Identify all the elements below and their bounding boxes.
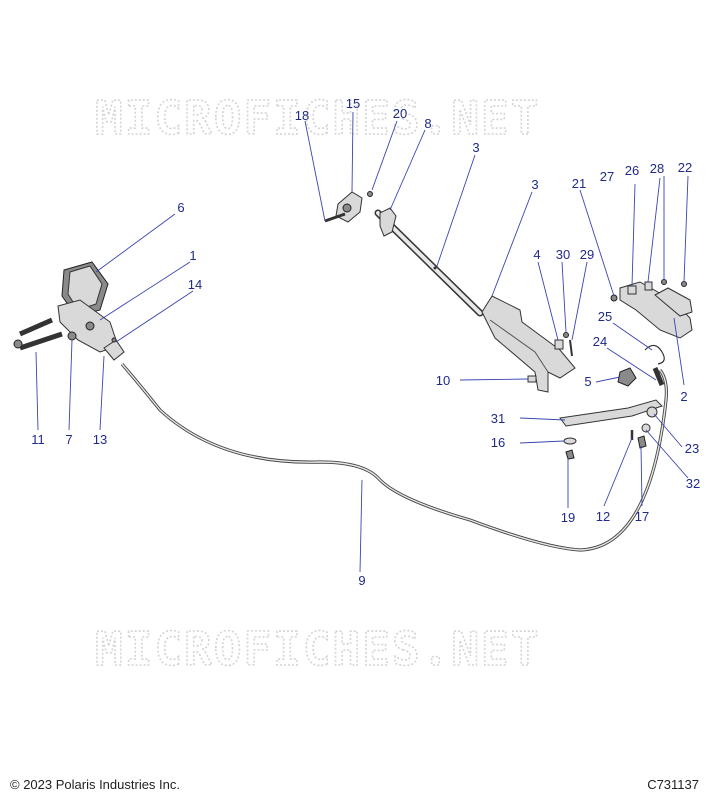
cable-end-part <box>652 367 665 386</box>
callout-2: 2 <box>680 389 687 404</box>
callout-17: 17 <box>635 509 649 524</box>
callout-21: 21 <box>572 176 586 191</box>
hardware-4-30-29 <box>554 332 573 357</box>
callout-1: 1 <box>189 248 196 263</box>
callout-24: 24 <box>593 334 607 349</box>
right-plate-part <box>610 279 693 339</box>
callout-28: 28 <box>650 161 664 176</box>
callout-3-rod: 3 <box>472 140 479 155</box>
callout-12: 12 <box>596 509 610 524</box>
callout-6: 6 <box>177 200 184 215</box>
caliper-assembly-part <box>13 261 125 361</box>
watermark-top: MICROFICHES.NET <box>95 91 540 145</box>
leader-lines <box>35 111 689 573</box>
callout-4: 4 <box>533 247 540 262</box>
callout-7: 7 <box>65 432 72 447</box>
copyright-text: © 2023 Polaris Industries Inc. <box>10 777 180 792</box>
callout-14: 14 <box>188 277 202 292</box>
callout-27: 27 <box>600 169 614 184</box>
callout-32: 32 <box>686 476 700 491</box>
mount-bracket-part <box>481 295 576 393</box>
arm-31-part <box>559 399 663 427</box>
callout-31: 31 <box>491 411 505 426</box>
callout-25: 25 <box>598 309 612 324</box>
callout-22-label: 22 <box>678 160 692 175</box>
grommet-part <box>617 367 637 387</box>
callout-3-bracket: 3 <box>531 177 538 192</box>
watermark-bottom: MICROFICHES.NET <box>95 622 540 676</box>
rod-part <box>374 209 484 317</box>
callout-18: 18 <box>295 108 309 123</box>
clamp-part <box>379 207 397 237</box>
callout-16: 16 <box>491 435 505 450</box>
callout-8: 8 <box>424 116 431 131</box>
diagram-id-text: C731137 <box>647 777 699 792</box>
callout-30: 30 <box>556 247 570 262</box>
callout-10: 10 <box>436 373 450 388</box>
callout-11: 11 <box>31 432 45 447</box>
callout-5: 5 <box>584 374 591 389</box>
callout-23: 23 <box>685 441 699 456</box>
callout-26: 26 <box>625 163 639 178</box>
callout-29: 29 <box>580 247 594 262</box>
callout-20: 20 <box>393 106 407 121</box>
callout-9: 9 <box>358 573 365 588</box>
callout-19: 19 <box>561 510 575 525</box>
callout-13: 13 <box>93 432 107 447</box>
spring-clip-part <box>644 344 665 365</box>
callout-15: 15 <box>346 96 360 111</box>
